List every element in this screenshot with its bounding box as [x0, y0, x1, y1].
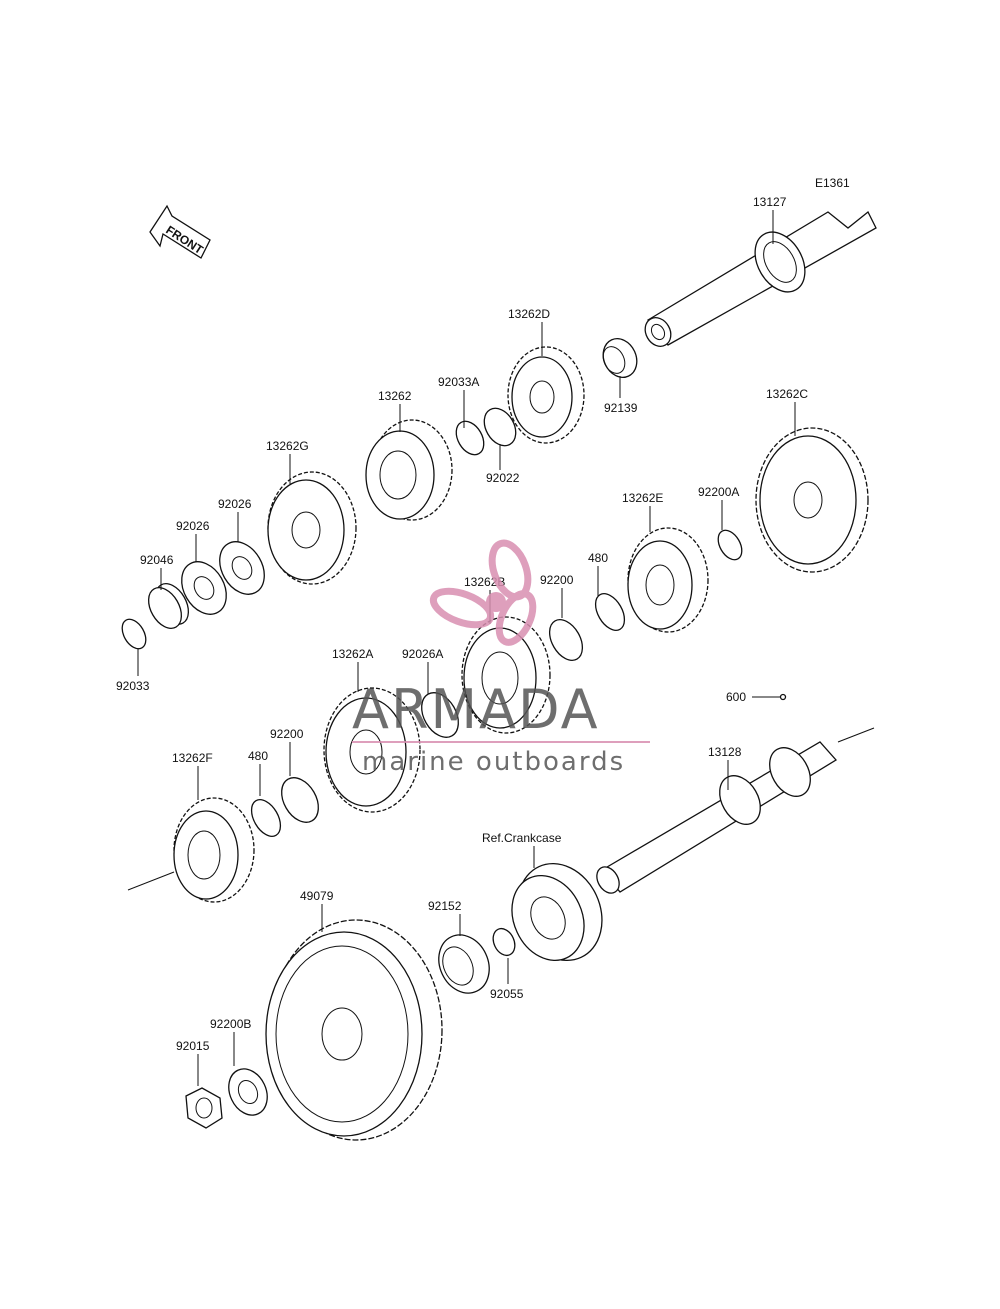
circlip-92033A	[455, 420, 485, 456]
washer-92200-b	[281, 777, 319, 823]
part-label: 92200A	[698, 485, 739, 499]
part-label: 92139	[604, 401, 638, 415]
part-labels: 13127 13262D 92033A 13262 92139 92022 13…	[116, 195, 808, 1053]
part-label: 13262G	[266, 439, 309, 453]
part-label: 13127	[753, 195, 787, 209]
diagram-code: E1361	[815, 176, 850, 190]
gear-13262C	[755, 427, 869, 573]
circlip-480-b	[250, 799, 282, 837]
gear-13262A	[323, 687, 421, 813]
washer-92026-b	[181, 561, 227, 615]
gear-13262D	[507, 346, 585, 444]
washer-92200B	[228, 1068, 268, 1116]
watermark-tagline: marine outboards	[362, 747, 625, 777]
washer-92026-a	[219, 541, 265, 595]
upper-shaft-13127	[644, 210, 877, 347]
part-label: 92200B	[210, 1017, 251, 1031]
ball-bearing-crankcase	[511, 862, 603, 962]
gear-13262F	[173, 797, 255, 903]
part-label: 49079	[300, 889, 334, 903]
part-label: 13262F	[172, 751, 213, 765]
part-label: 92055	[490, 987, 524, 1001]
part-label: 13262	[378, 389, 412, 403]
washer-92022	[483, 407, 517, 447]
nut-92015	[185, 1087, 223, 1129]
gear-49079	[265, 919, 443, 1141]
part-label: 92022	[486, 471, 520, 485]
circlip-480-a	[594, 593, 626, 631]
part-label: 13128	[708, 745, 742, 759]
part-label: 13262E	[622, 491, 663, 505]
ref-label: Ref.Crankcase	[482, 831, 562, 845]
gear-13262B	[461, 616, 551, 734]
leader-lines	[137, 210, 796, 1086]
watermark-brand: ARMADA	[352, 678, 600, 741]
part-label: 92200	[540, 573, 574, 587]
washer-92200A	[717, 529, 743, 561]
gear-13262	[365, 419, 453, 521]
grease-point-icon	[779, 693, 787, 701]
part-label: 92026	[218, 497, 252, 511]
o-ring-92055	[492, 927, 516, 957]
circlip-92033	[121, 618, 147, 650]
part-label: 13262A	[332, 647, 373, 661]
watermark: ARMADA marine outboards	[352, 539, 650, 777]
front-arrow-icon: FRONT	[149, 204, 211, 259]
part-label: 92026A	[402, 647, 443, 661]
part-label: 92046	[140, 553, 174, 567]
part-label: 92015	[176, 1039, 210, 1053]
bushing-92139	[602, 338, 638, 378]
washer-92026A	[421, 692, 459, 738]
part-label: 92152	[428, 899, 462, 913]
part-label: 92033A	[438, 375, 479, 389]
propeller-logo-icon	[429, 539, 537, 646]
part-label: 92200	[270, 727, 304, 741]
part-label: 13262D	[508, 307, 550, 321]
part-label: 480	[588, 551, 608, 565]
part-label: 13262C	[766, 387, 808, 401]
collar-92152	[438, 934, 490, 994]
part-label: 480	[248, 749, 268, 763]
gear-13262G	[267, 471, 357, 585]
lower-shaft-13128	[596, 741, 838, 894]
part-label: 92026	[176, 519, 210, 533]
washer-92200-a	[548, 619, 584, 661]
part-label: 600	[726, 690, 746, 704]
part-label: 92033	[116, 679, 150, 693]
bearing-92046	[147, 583, 190, 629]
gear-13262E	[627, 527, 709, 633]
